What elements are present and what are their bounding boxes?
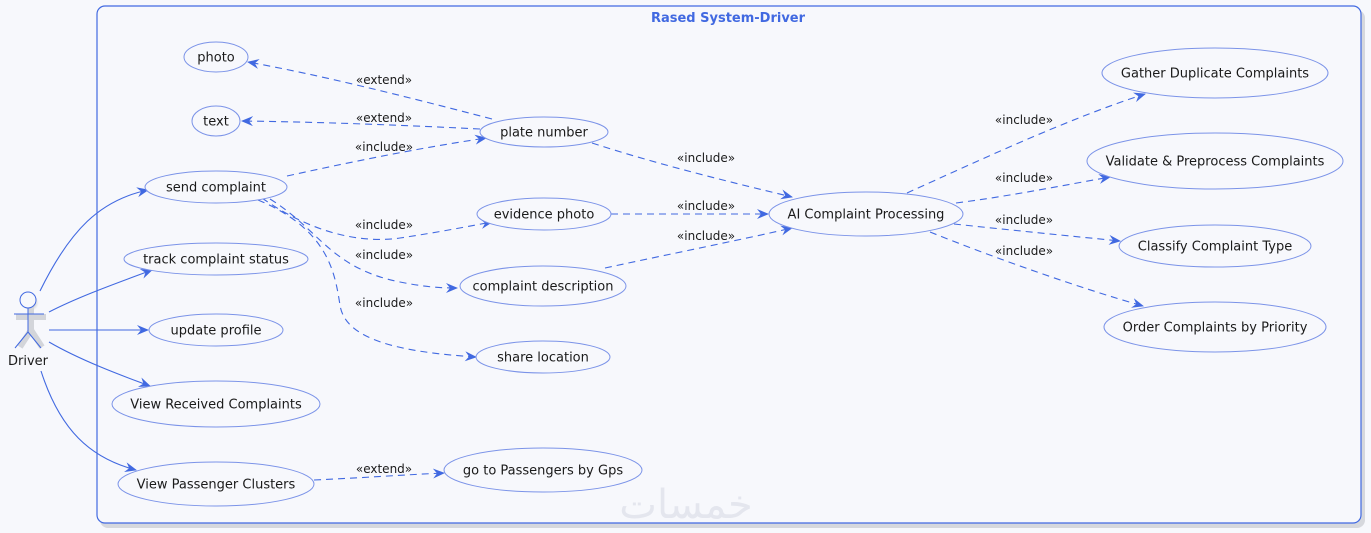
use-case-ellipse	[475, 340, 611, 374]
use-case-label: View Passenger Clusters	[137, 478, 296, 493]
use-case-label: Gather Duplicate Complaints	[1121, 67, 1309, 82]
relation-send-to-desc	[269, 198, 458, 293]
use-case-gps[interactable]: go to Passengers by Gps	[443, 447, 643, 493]
relation-label: «include»	[995, 244, 1053, 258]
actor-driver[interactable]: Driver	[8, 291, 49, 369]
use-case-ellipse	[768, 191, 964, 237]
use-case-label: track complaint status	[143, 253, 289, 268]
use-case-desc[interactable]: complaint description	[459, 265, 627, 307]
relation-ai-to-order	[929, 231, 1144, 308]
relation-ai-to-classify	[953, 223, 1121, 245]
relation-send-to-plate	[286, 134, 487, 177]
relation-ai-to-validate	[955, 174, 1111, 204]
use-case-clusters[interactable]: View Passenger Clusters	[117, 461, 315, 507]
use-case-received[interactable]: View Received Complaints	[111, 380, 321, 428]
edge-labels-layer: «extend» «extend» «include» «include» «inclu…	[355, 73, 1053, 476]
use-case-evidence[interactable]: evidence photo	[476, 197, 612, 231]
use-case-ellipse	[479, 116, 609, 148]
use-case-ellipse	[123, 242, 309, 276]
use-case-label: evidence photo	[494, 208, 595, 223]
association-driver-track	[48, 269, 153, 313]
relation-label: «include»	[355, 218, 413, 232]
use-case-text[interactable]: text	[191, 105, 241, 137]
use-case-label: AI Complaint Processing	[788, 208, 945, 223]
use-case-label: photo	[197, 51, 235, 66]
use-case-photo[interactable]: photo	[183, 41, 249, 73]
relation-label: «include»	[677, 199, 735, 213]
relation-label: «include»	[355, 248, 413, 262]
use-case-send[interactable]: send complaint	[144, 170, 288, 204]
use-case-ellipse	[148, 313, 284, 347]
use-case-ellipse	[1086, 132, 1344, 190]
use-case-ellipse	[144, 170, 288, 204]
stick-figure-icon	[14, 291, 46, 349]
use-case-label: go to Passengers by Gps	[463, 464, 623, 479]
relation-clusters-to-gps	[313, 468, 445, 481]
use-case-label: Classify Complaint Type	[1138, 240, 1292, 255]
use-case-gather[interactable]: Gather Duplicate Complaints	[1101, 47, 1329, 99]
use-case-label: text	[203, 115, 229, 130]
relation-desc-to-ai	[604, 225, 793, 269]
use-case-ellipse	[117, 461, 315, 507]
relation-plate-to-text	[241, 116, 481, 130]
relation-label: «include»	[995, 171, 1053, 185]
use-case-label: Validate & Preprocess Complaints	[1106, 155, 1325, 170]
relation-plate-to-ai	[591, 142, 793, 200]
relation-label: «include»	[677, 229, 735, 243]
use-case-ellipse	[459, 265, 627, 307]
use-case-label: complaint description	[473, 280, 614, 295]
association-driver-clusters	[40, 370, 137, 473]
use-case-location[interactable]: share location	[475, 340, 611, 374]
use-case-ellipse	[443, 447, 643, 493]
use-case-label: send complaint	[166, 181, 266, 196]
use-case-label: share location	[497, 351, 589, 366]
use-case-track[interactable]: track complaint status	[123, 242, 309, 276]
use-case-label: View Received Complaints	[130, 398, 302, 413]
use-case-label: Order Complaints by Priority	[1123, 321, 1308, 336]
watermark: خمسات	[619, 482, 752, 528]
use-case-label: plate number	[500, 126, 588, 141]
use-case-classify[interactable]: Classify Complaint Type	[1118, 224, 1312, 268]
system-title: Rased System-Driver	[651, 11, 806, 26]
system-boundary	[96, 5, 1362, 524]
use-case-ellipse	[191, 105, 241, 137]
relation-label: «include»	[355, 140, 413, 154]
relation-label: «extend»	[356, 73, 412, 87]
use-case-ai[interactable]: AI Complaint Processing	[768, 191, 964, 237]
use-case-ellipse	[111, 380, 321, 428]
relation-label: «include»	[355, 296, 413, 310]
use-case-ellipse	[1101, 47, 1329, 99]
relation-label: «extend»	[356, 111, 412, 125]
use-case-validate[interactable]: Validate & Preprocess Complaints	[1086, 132, 1344, 190]
use-case-ellipse	[1103, 301, 1327, 353]
relation-label: «include»	[995, 213, 1053, 227]
relation-send-to-location	[257, 199, 477, 362]
relation-label: «include»	[995, 113, 1053, 127]
relation-label: «include»	[677, 151, 735, 165]
relation-label: «extend»	[356, 462, 412, 476]
use-case-label: update profile	[171, 324, 262, 339]
actor-name: Driver	[8, 354, 49, 369]
association-driver-send	[39, 187, 149, 292]
relation-plate-to-photo	[247, 59, 493, 120]
use-cases-layer: photo text plate number send complaint evide…	[111, 41, 1344, 507]
use-case-profile[interactable]: update profile	[148, 313, 284, 347]
use-case-ellipse	[1118, 224, 1312, 268]
use-case-order[interactable]: Order Complaints by Priority	[1103, 301, 1327, 353]
association-driver-received	[48, 341, 151, 387]
use-case-ellipse	[183, 41, 249, 73]
use-case-plate[interactable]: plate number	[479, 116, 609, 148]
relation-send-to-evidence	[261, 197, 493, 240]
edges-layer	[39, 59, 1146, 481]
use-case-ellipse	[476, 197, 612, 231]
